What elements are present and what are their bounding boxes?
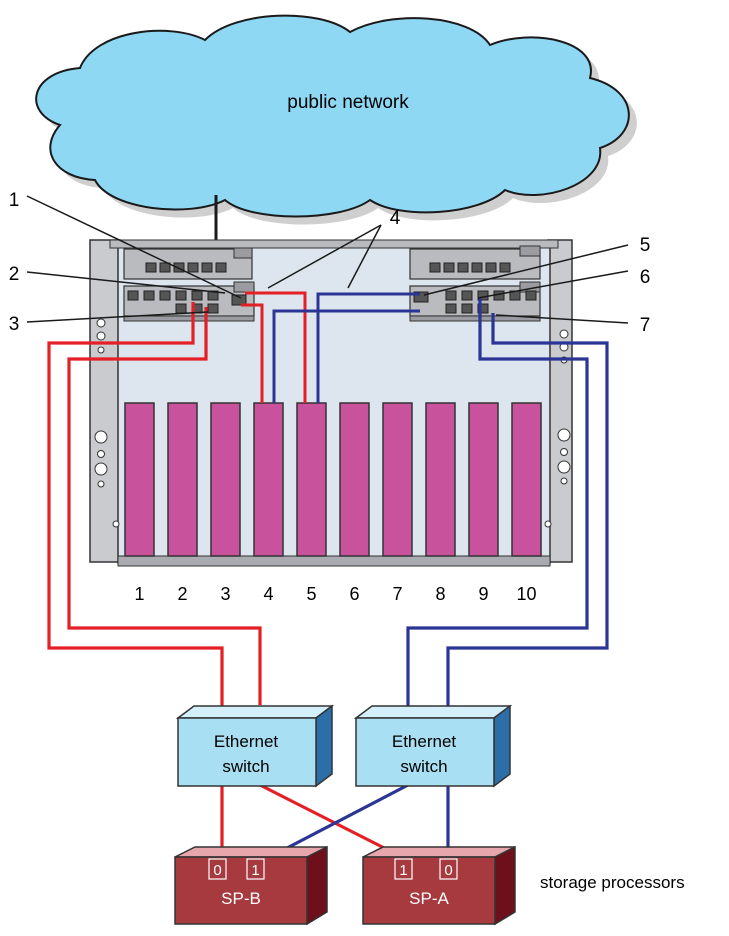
- spa-port-0: 0: [444, 862, 452, 879]
- blue-cable-blade4: [272, 309, 420, 403]
- rail-hole: [94, 430, 108, 444]
- spb-port-1: 1: [251, 862, 259, 879]
- rail-hole: [557, 460, 571, 474]
- rail-screw-icon: [112, 520, 120, 528]
- slot-number-10: 10: [516, 584, 536, 604]
- callout-2: 2: [9, 264, 20, 285]
- rail-hole: [97, 480, 105, 488]
- chassis-top-frame: [109, 239, 559, 249]
- port-row: [429, 262, 511, 273]
- blue-outer-cable: [446, 313, 609, 708]
- rail-hole: [96, 331, 106, 341]
- external-cables: [47, 298, 609, 862]
- red-switch-to-spa: [259, 783, 401, 858]
- callout-3: 3: [9, 314, 20, 335]
- public-network-cloud: public network: [35, 14, 637, 225]
- blade-slot-3: [210, 402, 241, 557]
- switch-left-line1: Ethernet: [214, 732, 279, 751]
- blue-inner-cable: [406, 298, 589, 708]
- cloud-shape: [35, 14, 630, 218]
- blade-chassis: [89, 239, 573, 567]
- port-row: [413, 290, 537, 314]
- blade-slot-9: [468, 402, 499, 557]
- red-cable-blade4: [241, 303, 264, 403]
- right-passthrough-module: [409, 245, 541, 280]
- blade-slot-4: [253, 402, 284, 557]
- spa-port-1: 1: [399, 862, 407, 879]
- rail-screw-icon: [97, 450, 105, 458]
- storage-processor-spa: 1 0 SP-A: [362, 845, 516, 926]
- blade-slot-5: [296, 402, 327, 557]
- left-rail: [89, 239, 121, 563]
- blade-slot-7: [382, 402, 413, 557]
- blade-slot-8: [425, 402, 456, 557]
- blade-slot-6: [339, 402, 370, 557]
- right-rail: [547, 239, 573, 563]
- port-row: [145, 262, 227, 273]
- red-inner-cable: [67, 307, 262, 705]
- slot-number-5: 5: [306, 584, 316, 604]
- rail-hole: [560, 477, 568, 485]
- slot-number-2: 2: [177, 584, 187, 604]
- blade-slot-2: [167, 402, 198, 557]
- slot-number-1: 1: [134, 584, 144, 604]
- rail-hole: [559, 329, 569, 339]
- internal-cables: [241, 291, 420, 403]
- rail-hole: [96, 318, 106, 328]
- rail-screw-icon: [97, 346, 105, 354]
- left-passthrough-module: [123, 247, 253, 280]
- slot-number-7: 7: [392, 584, 402, 604]
- slot-number-8: 8: [435, 584, 445, 604]
- port-row: [127, 290, 247, 314]
- switch-right-line1: Ethernet: [392, 732, 457, 751]
- left-switch-module: [123, 281, 255, 322]
- callout-7: 7: [640, 315, 651, 336]
- callout-4: 4: [390, 208, 401, 229]
- ethernet-switch-left: Ethernet switch: [175, 704, 335, 788]
- rail-hole: [557, 428, 571, 442]
- callout-leaders: [26, 195, 629, 324]
- spb-name: SP-B: [221, 889, 261, 908]
- rail-hole: [94, 462, 108, 476]
- blue-cable-blade5: [316, 292, 420, 403]
- callout-5: 5: [640, 235, 651, 256]
- red-outer-cable: [47, 302, 224, 720]
- rail-screw-icon: [560, 448, 568, 456]
- storage-processor-spb: 0 1 SP-B: [174, 845, 328, 926]
- slot-number-4: 4: [263, 584, 273, 604]
- switch-right-line2: switch: [400, 757, 447, 776]
- blade-slot-1: [124, 402, 155, 557]
- blade-servers: [124, 402, 542, 557]
- right-switch-module: [409, 281, 541, 322]
- switch-left-line2: switch: [222, 757, 269, 776]
- slot-number-9: 9: [478, 584, 488, 604]
- slot-number-3: 3: [220, 584, 230, 604]
- callout-6: 6: [640, 267, 651, 288]
- callout-1: 1: [9, 190, 20, 211]
- storage-processors-label: storage processors: [540, 873, 685, 892]
- spb-port-0: 0: [213, 862, 221, 879]
- red-cable-blade5: [245, 291, 307, 403]
- callout-labels: 1 2 3 4 5 6 7: [9, 190, 651, 336]
- spa-name: SP-A: [409, 889, 449, 908]
- cloud-label: public network: [287, 92, 409, 113]
- ethernet-switch-right: Ethernet switch: [353, 704, 513, 788]
- slot-number-6: 6: [349, 584, 359, 604]
- chassis-bottom-tray: [117, 555, 551, 567]
- slot-number-row: 1 2 3 4 5 6 7 8 9 10: [134, 584, 536, 604]
- rail-screw-icon: [544, 520, 552, 528]
- blade-slot-10: [511, 402, 542, 557]
